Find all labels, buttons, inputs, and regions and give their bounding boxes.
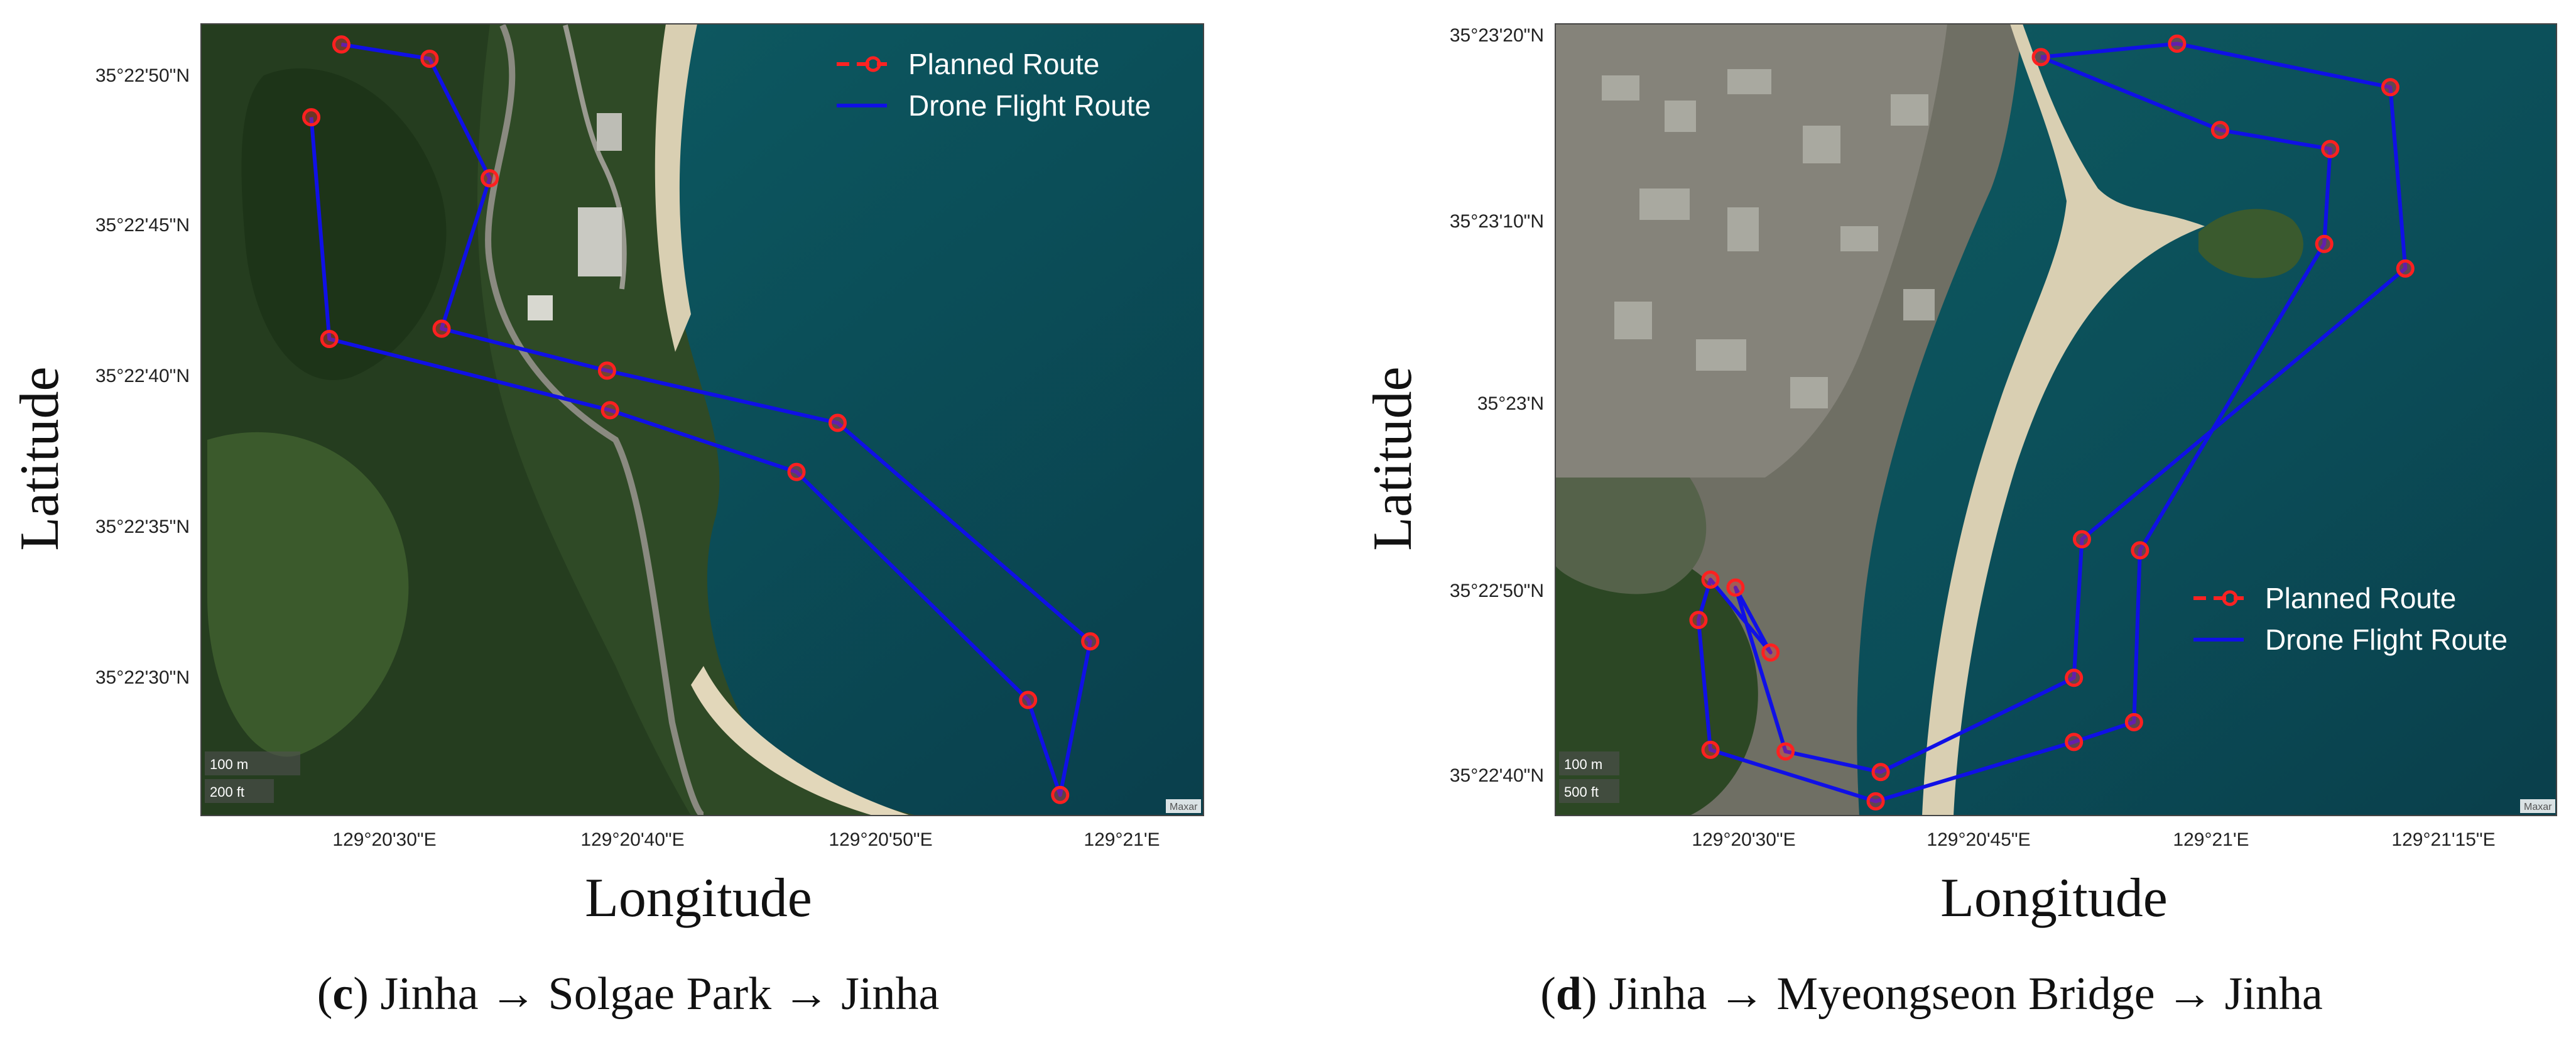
waypoint-marker (320, 329, 339, 348)
map-attribution: Maxar (1170, 802, 1198, 812)
map-panel-c: 100 m 200 ft Maxar Planned Route Drone F… (9, 23, 1204, 1020)
waypoint-marker (1776, 742, 1795, 761)
satellite-image-d: 100 m 500 ft Maxar (1555, 24, 2557, 816)
x-axis-ticks: 129°20'30"E 129°20'40"E 129°20'50"E 129°… (332, 829, 1160, 850)
waypoint-marker (2124, 713, 2143, 731)
scale-label-meters: 100 m (1564, 756, 1602, 772)
waypoint-marker (2210, 121, 2229, 139)
x-tick-label: 129°20'30"E (332, 829, 436, 850)
planned-route-marker (2222, 590, 2238, 606)
x-tick-label: 129°21'E (2173, 829, 2249, 850)
y-tick-label: 35°22'50"N (95, 65, 190, 86)
waypoint-marker (1761, 643, 1780, 662)
x-axis-ticks: 129°20'30"E 129°20'45"E 129°21'E 129°21'… (1692, 829, 2495, 850)
waypoint-marker (1726, 578, 1745, 597)
waypoint-marker (2131, 541, 2149, 560)
waypoint-marker (1866, 792, 1885, 811)
planned-route-waypoints (1689, 35, 2415, 811)
waypoint-marker (2031, 48, 2050, 67)
x-tick-label: 129°21'15"E (2391, 829, 2495, 850)
x-tick-label: 129°20'45"E (1927, 829, 2030, 850)
legend-planned-route: Planned Route (2265, 582, 2456, 614)
y-tick-label: 35°23'10"N (1450, 211, 1544, 232)
waypoint-marker (787, 462, 806, 481)
y-tick-label: 35°22'45"N (95, 215, 190, 236)
waypoint-marker (481, 169, 499, 188)
y-tick-label: 35°23'N (1477, 393, 1544, 414)
waypoint-marker (2168, 35, 2187, 53)
legend: Planned Route Drone Flight Route (2193, 582, 2508, 656)
y-axis-title: Latitude (1362, 366, 1423, 550)
waypoint-marker (601, 401, 619, 420)
waypoint-marker (420, 49, 439, 68)
figure-caption-c: (c) Jinha → Solgae Park → Jinha (317, 968, 940, 1020)
legend-drone-flight-route: Drone Flight Route (2265, 623, 2508, 656)
y-tick-label: 35°22'30"N (95, 667, 190, 688)
y-axis-ticks: 35°22'50"N 35°22'45"N 35°22'40"N 35°22'3… (95, 65, 190, 688)
waypoint-marker (2321, 139, 2340, 158)
waypoint-marker (2381, 78, 2399, 97)
x-tick-label: 129°20'40"E (580, 829, 684, 850)
y-tick-label: 35°22'40"N (1450, 765, 1544, 786)
waypoint-marker (432, 319, 451, 338)
y-tick-label: 35°22'35"N (95, 516, 190, 537)
x-axis-title: Longitude (1940, 868, 2168, 929)
waypoint-marker (1871, 763, 1890, 782)
scale-label-feet: 200 ft (210, 784, 244, 800)
waypoint-marker (2065, 733, 2084, 751)
legend: Planned Route Drone Flight Route (837, 48, 1151, 122)
drone-flight-route (1696, 41, 2408, 804)
scale-bar-d: 100 m 500 ft (1559, 751, 1619, 803)
plot-frame (1555, 23, 2557, 816)
waypoint-marker (1081, 632, 1100, 651)
scale-label-feet: 500 ft (1564, 784, 1599, 800)
map-attribution: Maxar (2524, 802, 2552, 812)
waypoint-marker (828, 413, 847, 432)
y-tick-label: 35°22'40"N (95, 366, 190, 386)
waypoint-marker (1689, 611, 1708, 630)
caption-letter: c (332, 968, 354, 1020)
y-tick-label: 35°22'50"N (1450, 581, 1544, 601)
waypoint-marker (2396, 259, 2415, 278)
map-panel-d: 100 m 500 ft Maxar Planned Route Drone F… (1288, 0, 2576, 1043)
legend-planned-route: Planned Route (908, 48, 1099, 80)
waypoint-marker (1019, 691, 1038, 709)
caption-text: Jinha → Myeongseon Bridge → Jinha (1609, 968, 2323, 1020)
waypoint-marker (597, 361, 616, 380)
legend-drone-flight-route: Drone Flight Route (908, 89, 1151, 122)
map-figure-d: 100 m 500 ft Maxar Planned Route Drone F… (1362, 23, 2557, 929)
waypoint-marker (1701, 571, 1720, 589)
planned-route-waypoints (302, 35, 1100, 804)
scale-bar-c: 100 m 200 ft (205, 751, 300, 803)
y-axis-ticks: 35°23'20"N 35°23'10"N 35°23'N 35°22'50"N… (1450, 25, 1544, 786)
x-tick-label: 129°20'30"E (1692, 829, 1795, 850)
planned-route-marker (865, 56, 881, 72)
y-axis-title: Latitude (9, 366, 70, 550)
scale-label-meters: 100 m (210, 756, 248, 772)
waypoint-marker (332, 35, 351, 54)
figure-caption-d: (d) Jinha → Myeongseon Bridge → Jinha (1540, 968, 2323, 1020)
waypoint-marker (2072, 530, 2091, 549)
waypoint-marker (2065, 669, 2084, 687)
y-tick-label: 35°23'20"N (1450, 25, 1544, 46)
x-tick-label: 129°20'50"E (829, 829, 932, 850)
x-axis-title: Longitude (585, 868, 812, 929)
plot-frame (200, 23, 1204, 816)
waypoint-marker (1701, 740, 1720, 759)
caption-text: Jinha → Solgae Park → Jinha (380, 968, 940, 1020)
satellite-image-c: 100 m 200 ft Maxar (201, 24, 1204, 816)
x-tick-label: 129°21'E (1084, 829, 1160, 850)
waypoint-marker (1051, 785, 1070, 804)
waypoint-marker (302, 108, 321, 127)
caption-letter: d (1555, 968, 1582, 1020)
waypoint-marker (2315, 234, 2334, 253)
map-figure-c: 100 m 200 ft Maxar Planned Route Drone F… (9, 23, 1204, 929)
drone-flight-route (309, 42, 1092, 797)
